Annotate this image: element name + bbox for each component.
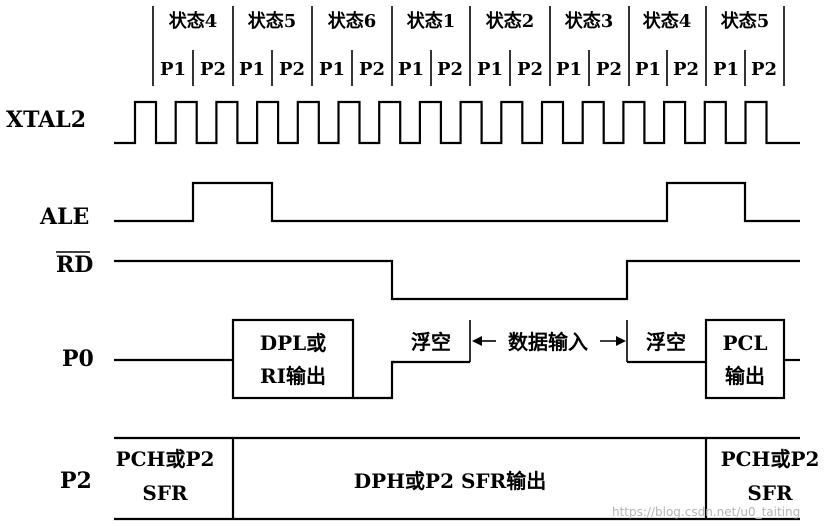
p0-pcl-text: PCL <box>722 331 767 355</box>
phase-label: P2 <box>673 59 699 80</box>
p0-label: P0 <box>62 346 94 372</box>
ale-label: ALE <box>39 204 89 230</box>
state-label: 状态6 <box>328 10 377 32</box>
state-header: 状态4 状态5 状态6 状态1 状态2 状态3 状态4 状态5 P1 P2 P1… <box>152 6 785 86</box>
phase-label: P1 <box>477 59 503 80</box>
phase-label: P2 <box>751 59 777 80</box>
p2-bus: PCH或P2 SFR DPH或P2 SFR输出 PCH或P2 SFR <box>114 436 820 521</box>
p2-mid-text: DPH或P2 SFR输出 <box>354 469 546 493</box>
state-label: 状态1 <box>407 10 456 32</box>
left-arrow-icon <box>472 336 482 346</box>
phase-label: P2 <box>517 59 543 80</box>
phase-label: P1 <box>160 59 186 80</box>
phase-label: P1 <box>239 59 265 80</box>
watermark: https://blog.csdn.net/u0_taiting <box>612 505 800 519</box>
p2-right-text: SFR <box>747 481 793 505</box>
p2-left-text: PCH或P2 <box>116 447 215 471</box>
phase-label: P1 <box>713 59 739 80</box>
p0-pcl-text: 输出 <box>725 364 765 388</box>
phase-label: P1 <box>398 59 424 80</box>
p0-dpl-text: DPL或 <box>260 331 326 355</box>
rd-waveform <box>114 259 800 301</box>
rd-label: RD <box>56 252 93 278</box>
p0-bus: DPL或 RI输出 浮空 数据输入 浮空 PCL 输出 <box>114 318 800 400</box>
ale-waveform <box>114 181 800 223</box>
p0-dpl-text: RI输出 <box>260 364 326 388</box>
right-arrow-icon <box>616 336 626 346</box>
phase-label: P2 <box>200 59 226 80</box>
phase-label: P2 <box>596 59 622 80</box>
p0-float-text: 浮空 <box>646 330 686 354</box>
xtal2-waveform <box>114 100 800 145</box>
phase-label: P1 <box>556 59 582 80</box>
rd-label-group: RD <box>56 251 93 278</box>
state-label: 状态5 <box>248 10 297 32</box>
state-label: 状态5 <box>721 10 770 32</box>
state-label: 状态2 <box>486 10 535 32</box>
p0-dpl-box <box>231 318 355 400</box>
state-label: 状态4 <box>169 10 218 32</box>
p2-left-text: SFR <box>142 481 188 505</box>
p0-data-input-text: 数据输入 <box>508 330 588 354</box>
p0-float-text: 浮空 <box>411 330 451 354</box>
p2-label: P2 <box>60 468 92 494</box>
phase-label: P1 <box>319 59 345 80</box>
state-label: 状态3 <box>565 10 614 32</box>
p2-right-text: PCH或P2 <box>721 447 820 471</box>
phase-label: P2 <box>359 59 385 80</box>
phase-label: P2 <box>279 59 305 80</box>
phase-label: P1 <box>635 59 661 80</box>
xtal2-label: XTAL2 <box>6 107 86 133</box>
state-label: 状态4 <box>643 10 692 32</box>
phase-label: P2 <box>437 59 463 80</box>
